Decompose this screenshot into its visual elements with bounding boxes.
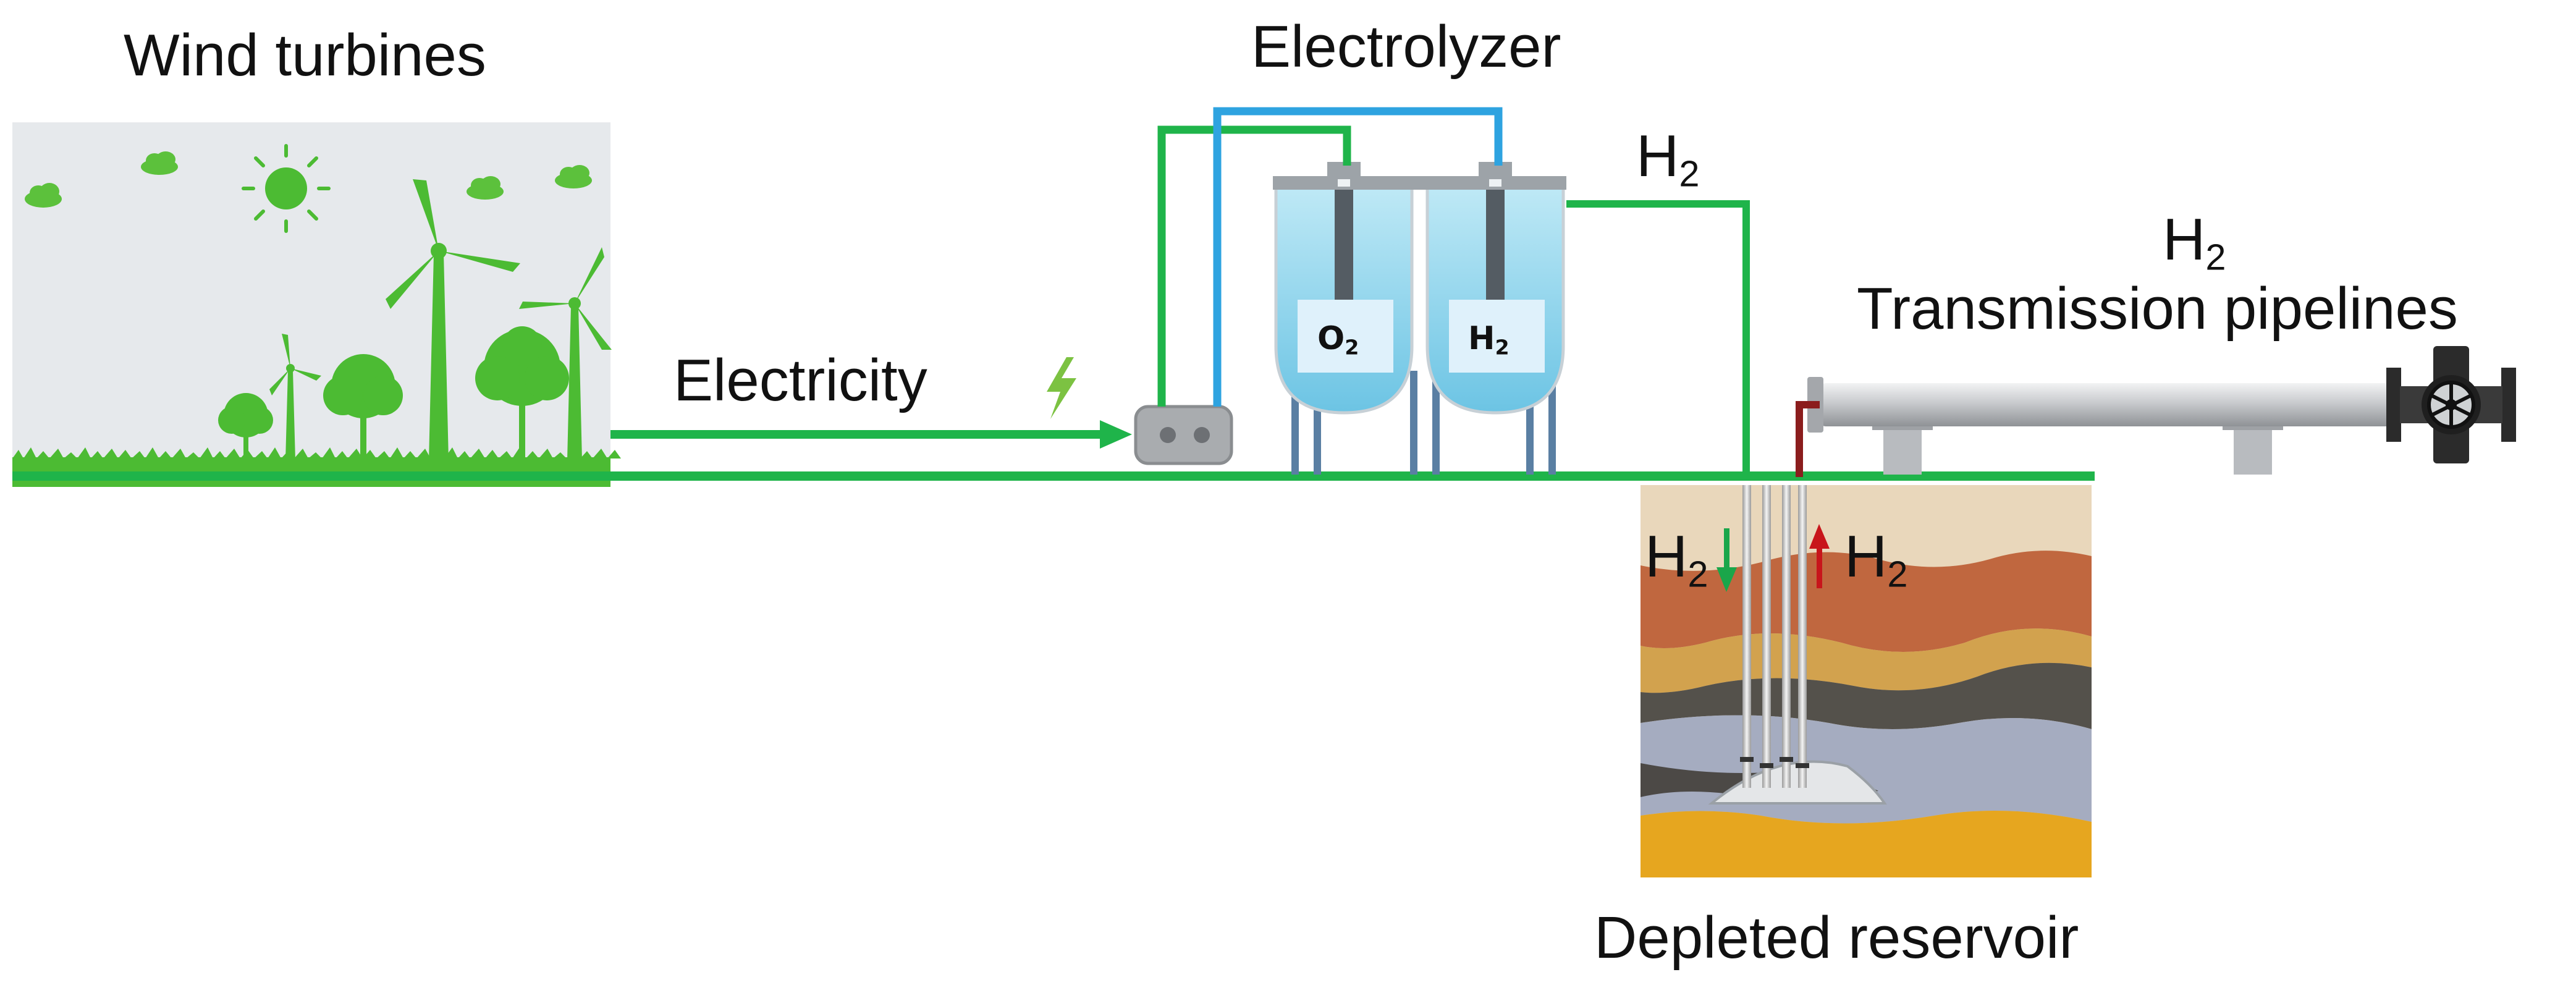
wind-turbine-icon [386, 179, 520, 460]
injection-well [1740, 485, 1809, 788]
cloud-icon [25, 183, 62, 208]
tree-icon [323, 354, 403, 460]
electrolyzer-label: Electrolyzer [1251, 14, 1561, 80]
wind-turbine-icon [269, 334, 321, 460]
sun-icon [242, 144, 331, 233]
wind-turbines-label: Wind turbines [124, 22, 486, 88]
cloud-icon [467, 176, 504, 200]
pipeline-h2-label: H2 [2163, 206, 2226, 278]
tree-icon [475, 326, 569, 460]
transmission-pipeline [1796, 377, 2401, 477]
wind-turbine-icon [519, 247, 612, 460]
wind-farm-panel [12, 122, 621, 487]
power-wire-green [1157, 125, 1351, 407]
electricity-label: Electricity [674, 347, 927, 413]
production-h2-label: H2 [1844, 523, 1908, 595]
transmission-pipelines-label: Transmission pipelines [1857, 276, 2458, 342]
power-wire-blue [1213, 107, 1503, 407]
valve-wheel-icon [2386, 346, 2516, 463]
depleted-reservoir-geology [1641, 485, 2092, 877]
h2-output-line [1566, 200, 1750, 476]
electrolyzer [1273, 162, 1566, 475]
h2-output-label: H2 [1636, 123, 1700, 195]
depleted-reservoir-label: Depleted reservoir [1594, 905, 2079, 971]
ground-line [12, 471, 2095, 481]
o2-tank-label: O2 [1317, 320, 1359, 360]
lightning-bolt-icon [1047, 357, 1076, 419]
cloud-icon [555, 165, 592, 188]
injection-h2-label: H2 [1645, 523, 1708, 595]
tree-icon [218, 393, 273, 460]
electricity-line [610, 420, 1132, 449]
power-socket-icon [1134, 405, 1233, 465]
cloud-icon [141, 151, 178, 175]
injection-arrow [1717, 528, 1737, 592]
h2-tank-label: H2 [1468, 320, 1510, 360]
production-arrow [1809, 524, 1830, 588]
